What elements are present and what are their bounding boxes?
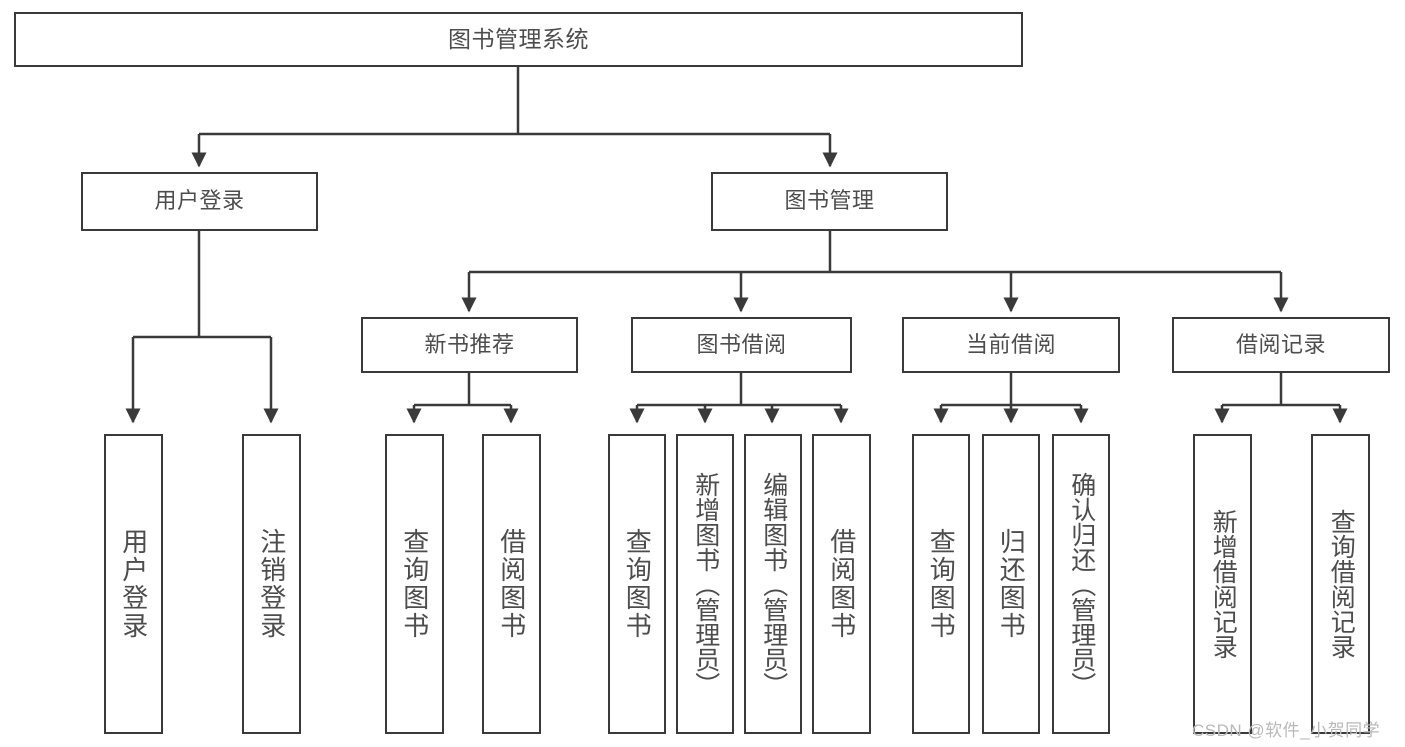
node-label: 图书借阅	[696, 331, 787, 357]
node-label: 当前借阅	[965, 331, 1056, 357]
watermark-text: CSDN @软件_小贺同学	[1192, 721, 1381, 740]
node-label: 新增图书（管理员）	[691, 471, 720, 697]
leaf-add-borrow-record[interactable]: 新增借阅记录	[1193, 434, 1252, 734]
leaf-return-books[interactable]: 归还图书	[982, 434, 1040, 734]
node-label: 用户登录	[154, 188, 245, 214]
node-label: 归还图书	[996, 528, 1027, 640]
node-label: 借阅图书	[826, 528, 857, 640]
leaf-borrow-books-newrec[interactable]: 借阅图书	[482, 434, 541, 734]
leaf-user-login[interactable]: 用户登录	[104, 434, 163, 734]
node-book-management[interactable]: 图书管理	[711, 172, 948, 231]
node-new-book-recommend[interactable]: 新书推荐	[361, 317, 578, 373]
node-book-borrow[interactable]: 图书借阅	[631, 317, 852, 373]
node-label: 确认归还（管理员）	[1067, 471, 1096, 697]
node-label: 查询图书	[622, 528, 653, 640]
node-label: 新增借阅记录	[1209, 509, 1238, 659]
node-label: 查询图书	[926, 528, 957, 640]
node-label: 新书推荐	[424, 331, 515, 357]
leaf-query-books-newrec[interactable]: 查询图书	[385, 434, 444, 734]
node-label: 查询借阅记录	[1327, 509, 1356, 659]
node-current-borrow[interactable]: 当前借阅	[902, 317, 1120, 373]
node-borrow-records[interactable]: 借阅记录	[1172, 317, 1390, 373]
leaf-edit-book-admin[interactable]: 编辑图书（管理员）	[744, 434, 802, 734]
node-label: 编辑图书（管理员）	[759, 471, 788, 697]
leaf-query-books-borrow[interactable]: 查询图书	[608, 434, 666, 734]
leaf-user-logout[interactable]: 注销登录	[242, 434, 301, 734]
node-label: 图书管理系统	[448, 25, 589, 52]
node-label: 注销登录	[256, 528, 287, 640]
node-label: 用户登录	[118, 528, 149, 640]
leaf-add-book-admin[interactable]: 新增图书（管理员）	[676, 434, 734, 734]
node-label: 查询图书	[399, 528, 430, 640]
node-root-system[interactable]: 图书管理系统	[14, 12, 1023, 67]
leaf-confirm-return-admin[interactable]: 确认归还（管理员）	[1052, 434, 1110, 734]
node-label: 借阅图书	[496, 528, 527, 640]
node-label: 图书管理	[784, 188, 875, 214]
leaf-query-books-current[interactable]: 查询图书	[912, 434, 970, 734]
leaf-borrow-books-borrow[interactable]: 借阅图书	[812, 434, 871, 734]
node-user-login[interactable]: 用户登录	[81, 172, 318, 231]
node-label: 借阅记录	[1235, 331, 1326, 357]
leaf-query-borrow-record[interactable]: 查询借阅记录	[1311, 434, 1370, 734]
